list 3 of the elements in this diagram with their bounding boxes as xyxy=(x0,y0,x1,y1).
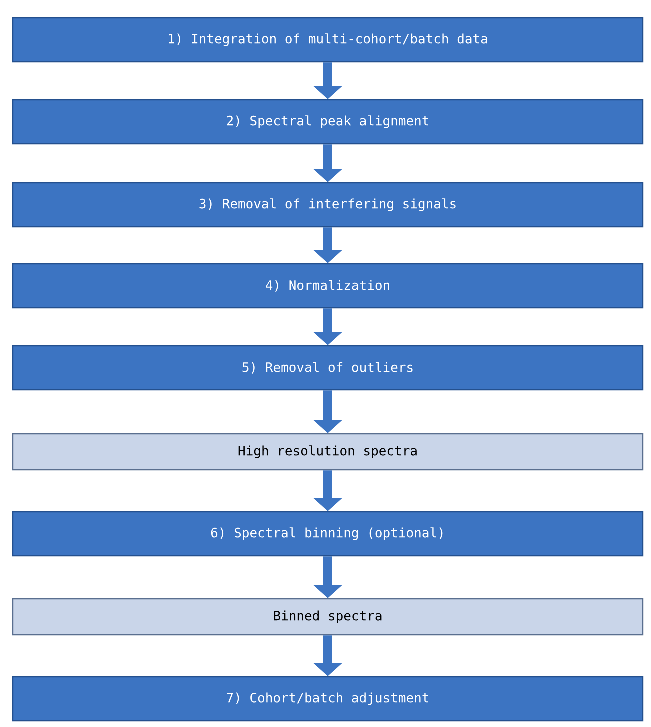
result-box: Binned spectra xyxy=(12,598,644,636)
process-box: 1) Integration of multi-cohort/batch data xyxy=(12,17,644,63)
result-box: High resolution spectra xyxy=(12,433,644,471)
